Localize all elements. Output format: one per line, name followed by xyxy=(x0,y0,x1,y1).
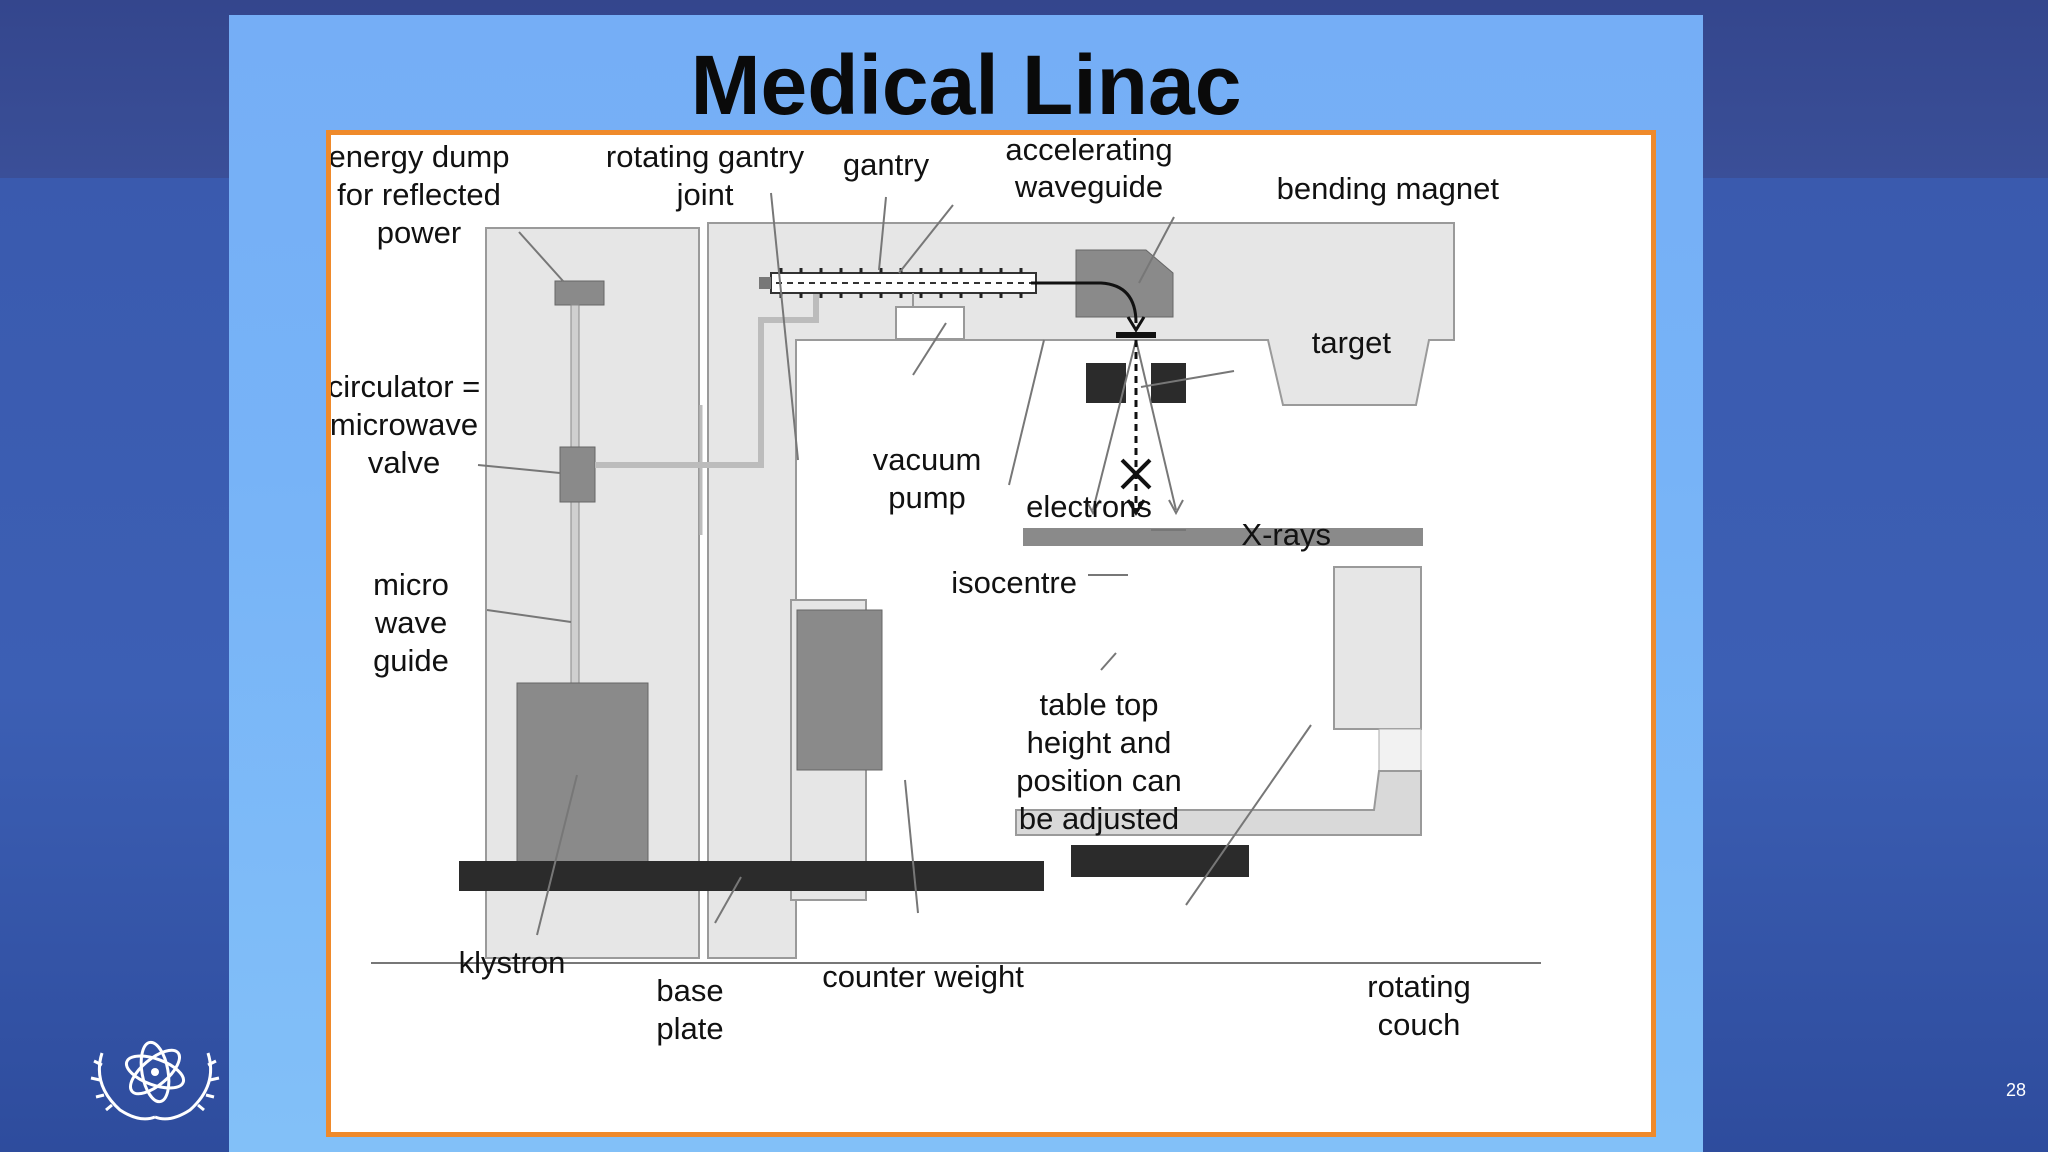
label-counter-weight: counter weight xyxy=(822,959,1024,994)
label-isocentre: isocentre xyxy=(951,565,1077,600)
couch-column xyxy=(1333,566,1422,730)
page-number: 28 xyxy=(2005,1080,2026,1100)
label-base-plate-2: plate xyxy=(656,1011,723,1046)
label-circulator-2: microwave xyxy=(331,407,478,442)
x-ray-arrow-right xyxy=(1168,499,1184,516)
label-rotating-couch-1: rotating xyxy=(1367,969,1470,1004)
beam-arrowhead xyxy=(1126,316,1146,333)
rotating-couch-plate xyxy=(1071,845,1249,877)
label-circulator-1: circulator = xyxy=(331,369,480,404)
central-axis-arrow xyxy=(1126,499,1146,516)
label-accelerating-waveguide-1: accelerating xyxy=(1005,135,1172,167)
x-ray-edge-left xyxy=(1092,339,1137,511)
label-table-top-3: position can xyxy=(1016,763,1181,798)
label-energy-dump-1: energy dump xyxy=(331,139,509,174)
label-accelerating-waveguide-2: waveguide xyxy=(1014,169,1163,204)
isocentre-cross xyxy=(1120,458,1152,490)
slide: Medical Linac xyxy=(229,15,1703,1152)
label-rotating-gantry-joint-1: rotating gantry xyxy=(606,139,805,174)
counter-weight xyxy=(796,609,883,771)
label-bending-magnet: bending magnet xyxy=(1277,171,1500,206)
label-electrons: electrons xyxy=(1026,489,1152,524)
label-micro-wave-guide-1: micro xyxy=(373,567,449,602)
base-plate xyxy=(459,861,1044,891)
label-table-top-2: height and xyxy=(1027,725,1172,760)
vacuum-pump xyxy=(895,306,965,340)
label-vacuum-pump-2: pump xyxy=(888,480,966,515)
target xyxy=(1116,332,1156,338)
linac-diagram-svg: energy dump for reflected power rotating… xyxy=(331,135,1541,1046)
leader-lines xyxy=(477,192,1312,936)
label-energy-dump-3: power xyxy=(377,215,461,250)
label-klystron: klystron xyxy=(459,945,566,980)
bending-magnet xyxy=(1075,249,1174,318)
label-micro-wave-guide-2: wave xyxy=(374,605,447,640)
linac-diagram: energy dump for reflected power rotating… xyxy=(326,130,1656,1137)
x-ray-arrow-left xyxy=(1085,499,1101,516)
label-circulator-3: valve xyxy=(368,445,440,480)
label-rotating-gantry-joint-2: joint xyxy=(676,177,734,212)
slide-title: Medical Linac xyxy=(690,38,1242,132)
collimator-left xyxy=(1086,363,1126,403)
label-table-top-1: table top xyxy=(1040,687,1159,722)
couch-base xyxy=(1015,770,1422,836)
klystron xyxy=(516,682,649,871)
label-micro-wave-guide-3: guide xyxy=(373,643,449,678)
label-energy-dump-2: for reflected xyxy=(337,177,501,212)
electron-gun xyxy=(759,277,771,289)
label-x-rays: X-rays xyxy=(1241,517,1331,552)
iaea-emblem-icon xyxy=(80,1025,230,1133)
x-ray-edge-right xyxy=(1135,339,1177,511)
label-table-top-4: be adjusted xyxy=(1019,801,1179,836)
table-top xyxy=(1023,528,1423,546)
label-rotating-couch-2: couch xyxy=(1378,1007,1461,1042)
label-target: target xyxy=(1312,325,1392,360)
energy-dump xyxy=(554,280,605,306)
label-vacuum-pump-1: vacuum xyxy=(873,442,982,477)
bent-beam xyxy=(1031,281,1138,324)
microwave-feed xyxy=(595,290,819,468)
waveguide-cavities xyxy=(779,268,1023,298)
circulator xyxy=(559,446,596,503)
label-base-plate-1: base xyxy=(656,973,723,1008)
label-gantry: gantry xyxy=(843,147,930,182)
couch-joint xyxy=(1378,728,1422,772)
